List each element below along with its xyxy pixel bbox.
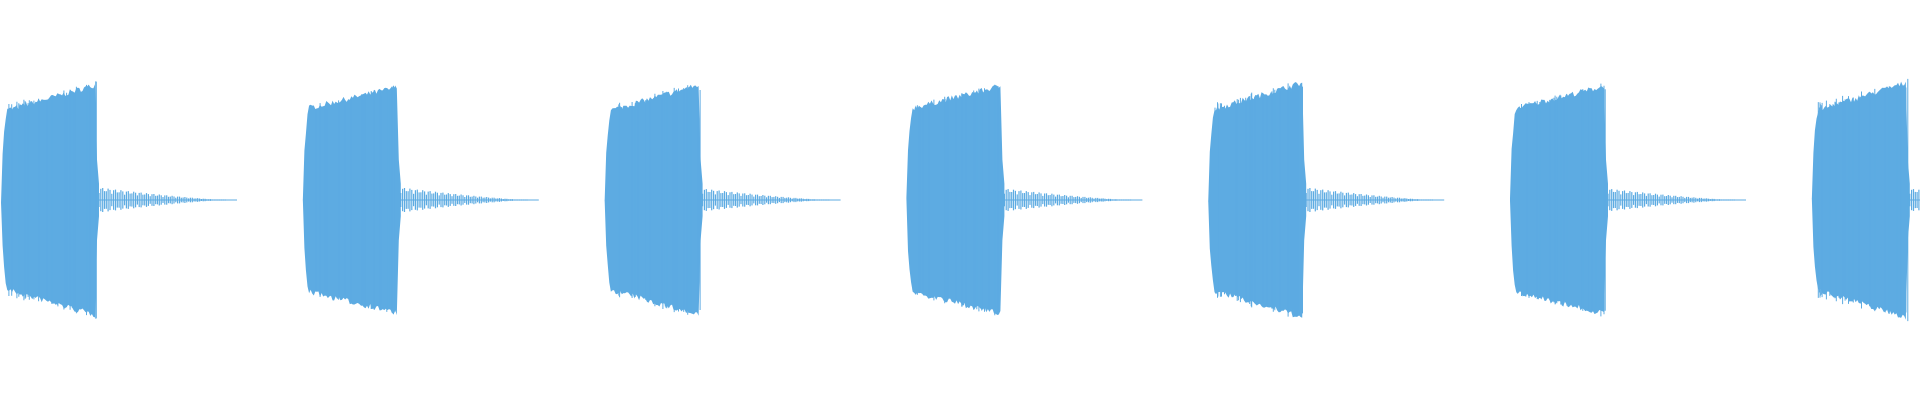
waveform-burst <box>1811 78 1920 322</box>
waveform-burst <box>1 81 237 319</box>
waveform-burst <box>1510 83 1746 317</box>
waveform-burst-body <box>1510 86 1608 315</box>
waveform-burst-body <box>1208 82 1307 318</box>
waveform-burst <box>604 84 841 316</box>
waveform-burst <box>1208 82 1445 318</box>
waveform-burst <box>906 84 1143 316</box>
waveform-burst <box>302 85 539 316</box>
